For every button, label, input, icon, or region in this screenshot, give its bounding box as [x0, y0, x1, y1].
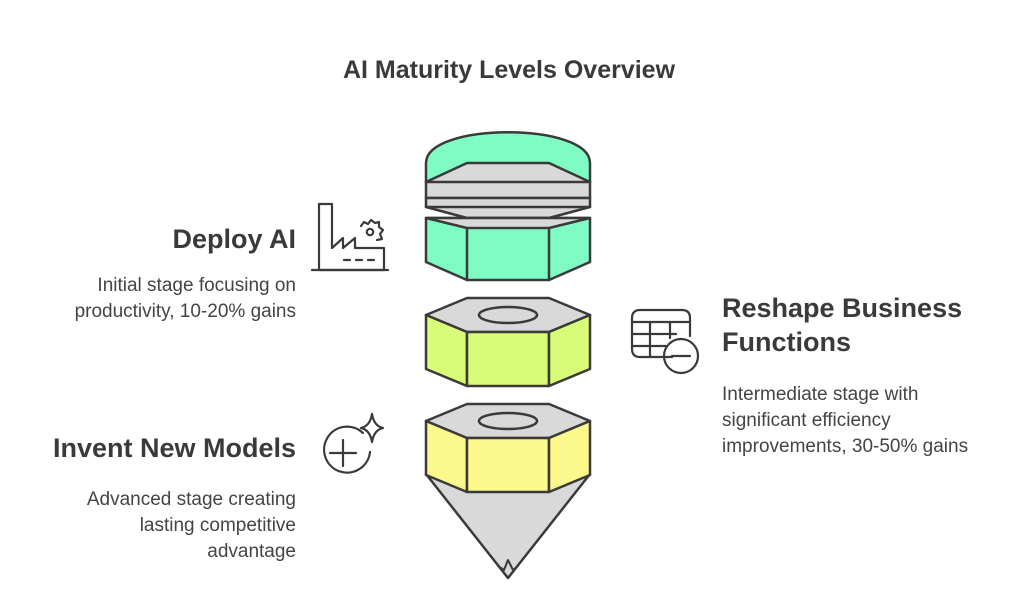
description-line: significant efficiency: [722, 410, 891, 431]
heading-line: Functions: [722, 327, 851, 357]
description-line: improvements, 30-50% gains: [722, 436, 969, 457]
heading-line: Reshape Business: [722, 293, 963, 323]
page-title: AI Maturity Levels Overview: [342, 56, 676, 84]
stage-heading-reshape-business-functions: Reshape Business Functions: [722, 291, 962, 359]
deploy-ai-block: [424, 131, 592, 282]
stage-heading-invent-new-models: Invent New Models: [52, 433, 296, 463]
description-line: advantage: [207, 541, 296, 562]
add-sparkle-icon: [323, 412, 385, 474]
stage-description-deploy-ai: Initial stage focusing on productivity, …: [75, 273, 296, 325]
stage-description-reshape-business-functions: Intermediate stage with significant effi…: [722, 382, 968, 460]
description-line: Intermediate stage with: [722, 384, 919, 405]
description-line: Advanced stage creating: [86, 489, 296, 510]
description-line: Initial stage focusing on: [97, 275, 296, 296]
description-line: lasting competitive: [139, 515, 296, 536]
stage-description-invent-new-models: Advanced stage creating lasting competit…: [87, 487, 296, 565]
stage-heading-deploy-ai: Deploy AI: [172, 224, 296, 254]
spreadsheet-remove-icon: [630, 308, 700, 375]
reshape-business-functions-block: [424, 296, 592, 388]
factory-icon: [310, 202, 390, 272]
description-line: productivity, 10-20% gains: [74, 301, 296, 322]
invent-new-models-block: [424, 402, 592, 580]
